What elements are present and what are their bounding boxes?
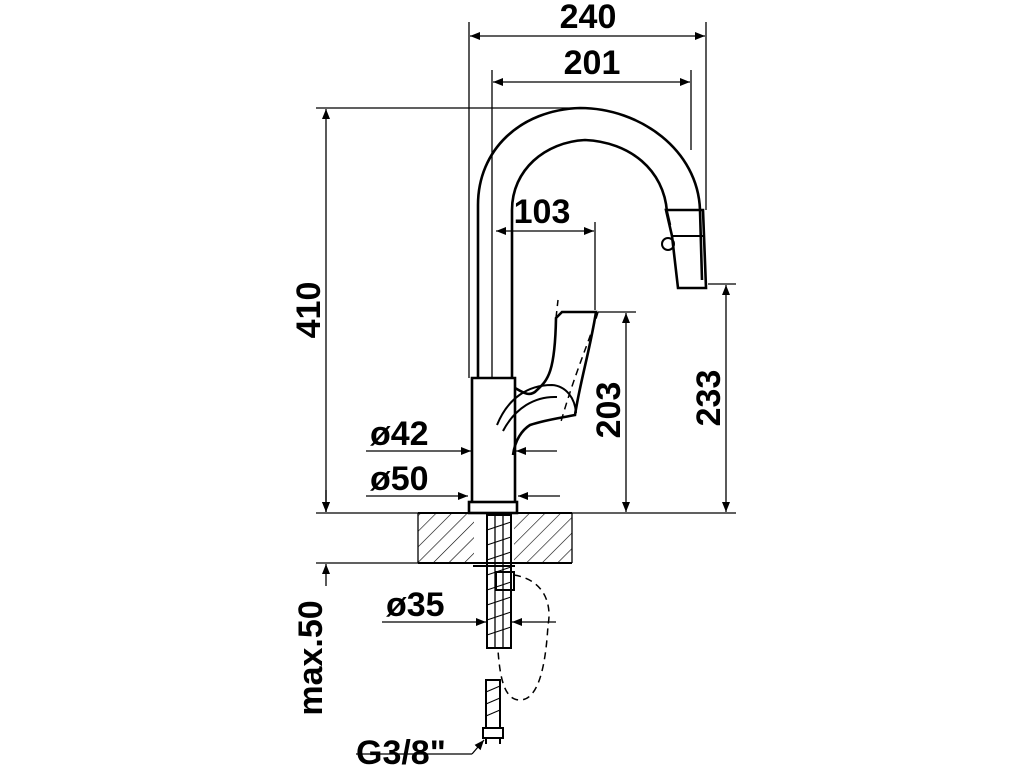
dimension-diameter-35: ø35 <box>382 586 556 626</box>
dimension-diameter-50: ø50 <box>366 460 560 500</box>
label-max-50: max.50 <box>292 600 330 715</box>
label-410: 410 <box>290 282 328 339</box>
dimension-reach: 201 <box>491 44 692 378</box>
label-203: 203 <box>590 382 628 439</box>
label-diameter-42: ø42 <box>370 415 429 453</box>
label-diameter-35: ø35 <box>386 586 445 624</box>
faucet-body <box>467 106 708 515</box>
label-diameter-50: ø50 <box>370 460 429 498</box>
dimension-total-height: 410 <box>290 107 580 514</box>
label-g38: G3/8" <box>356 734 446 768</box>
dimension-handle-height: 203 <box>572 311 636 514</box>
lever-handle <box>496 299 599 456</box>
dimension-max-thickness: max.50 <box>292 490 418 716</box>
dimension-spout-height: 233 <box>636 283 736 514</box>
dimension-handle-offset: 103 <box>496 193 596 310</box>
label-240: 240 <box>560 0 617 36</box>
mounting-shank <box>473 514 550 744</box>
label-103: 103 <box>514 193 571 231</box>
dimension-diameter-42: ø42 <box>366 415 557 455</box>
label-201: 201 <box>564 44 621 82</box>
dimension-connection: G3/8" <box>356 734 485 768</box>
dimension-total-width: 240 <box>468 0 707 378</box>
label-233: 233 <box>690 370 728 427</box>
